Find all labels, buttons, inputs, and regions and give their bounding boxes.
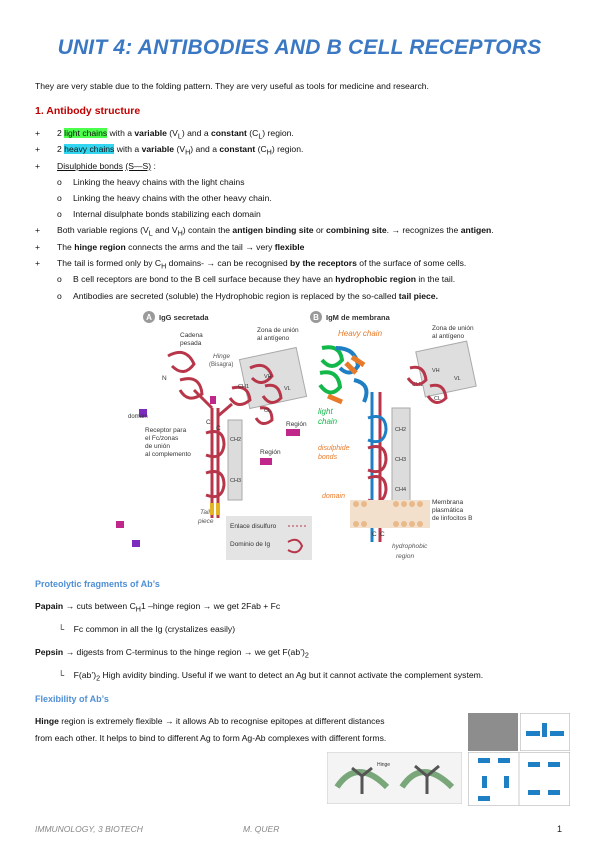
svg-text:C: C (216, 425, 221, 432)
panel-b-badge (310, 311, 322, 323)
svg-text:domain: domain (128, 414, 148, 420)
svg-text:VH: VH (264, 374, 272, 380)
footer-author: M. QUER (243, 824, 280, 834)
svg-text:Región: Región (286, 421, 307, 428)
svg-text:CH2: CH2 (230, 437, 241, 443)
svg-text:piece: piece (197, 518, 214, 525)
svg-text:C: C (380, 531, 385, 538)
svg-text:(Bisagra): (Bisagra) (209, 362, 233, 368)
svg-text:plasmática: plasmática (432, 507, 463, 514)
svg-text:de unión: de unión (145, 443, 170, 450)
svg-text:CH4: CH4 (395, 487, 406, 493)
svg-text:VL: VL (454, 376, 461, 382)
svg-text:Receptor para: Receptor para (145, 427, 187, 434)
panel-igm: B IgM de membrana Heavy chain Zona de un… (310, 311, 477, 560)
svg-text:al complemento: al complemento (145, 451, 191, 458)
svg-text:light: light (318, 407, 333, 416)
svg-text:pesada: pesada (180, 340, 202, 347)
svg-text:Zona de unión: Zona de unión (257, 327, 299, 334)
svg-text:CH2: CH2 (395, 427, 406, 433)
svg-text:Zona de unión: Zona de unión (432, 325, 474, 332)
antibody-structure-figure: A IgG secretada Cadena pesada Hinge (Bis… (116, 311, 477, 560)
svg-text:A: A (146, 313, 152, 322)
svg-text:CL: CL (264, 408, 271, 414)
section-heading-antibody-structure: 1. Antibody structure (35, 105, 141, 117)
heading-flexibility: Flexibility of Ab’s (35, 694, 109, 704)
svg-text:el Fc/zonas: el Fc/zonas (145, 435, 179, 442)
svg-text:chain: chain (318, 417, 338, 426)
flexibility-line-1: Hinge region is extremely flexible → it … (35, 716, 385, 726)
svg-text:IgM de membrana: IgM de membrana (326, 313, 391, 322)
svg-text:Dominio de Ig: Dominio de Ig (230, 541, 270, 548)
svg-text:bonds: bonds (318, 454, 338, 461)
svg-text:CH3: CH3 (230, 478, 241, 484)
flexibility-line-2: from each other. It helps to bind to dif… (35, 733, 387, 743)
svg-text:al antígeno: al antígeno (257, 335, 290, 342)
legend-purple-square (139, 409, 147, 417)
svg-text:domain: domain (322, 493, 345, 500)
heading-proteolytic-fragments: Proteolytic fragments of Ab’s (35, 579, 160, 589)
svg-text:de linfocitos B: de linfocitos B (432, 515, 472, 522)
svg-text:region: region (396, 553, 414, 560)
svg-text:VL: VL (284, 386, 291, 392)
svg-text:hydrophobic: hydrophobic (392, 543, 428, 550)
panel-a-badge (143, 311, 155, 323)
legend-box (226, 516, 312, 560)
svg-text:Región: Región (260, 449, 281, 456)
svg-text:CL: CL (434, 396, 441, 402)
pepsin-line: Pepsin → digests from C-terminus to the … (35, 647, 309, 660)
svg-text:C: C (372, 531, 377, 538)
highlight-light-chains: light chains (64, 128, 108, 138)
svg-text:Tail: Tail (200, 509, 210, 516)
svg-text:Hinge: Hinge (213, 353, 230, 360)
hinge-flexibility-diagram: Hinge (327, 752, 462, 804)
intro-paragraph: They are very stable due to the folding … (35, 81, 429, 91)
svg-text:Hinge: Hinge (377, 762, 390, 768)
footer-course: IMMUNOLOGY, 3 BIOTECH (35, 824, 143, 834)
svg-text:B: B (313, 313, 319, 322)
electron-micrograph-image (468, 713, 518, 751)
svg-text:disulphide: disulphide (318, 445, 350, 452)
antigen-binding-box (238, 346, 308, 410)
page-title: UNIT 4: ANTIBODIES AND B CELL RECEPTORS (57, 36, 542, 59)
papain-note: └ Fc common in all the Ig (crystalizes e… (58, 624, 236, 634)
svg-text:N: N (162, 375, 167, 382)
svg-text:CH1: CH1 (238, 384, 249, 390)
svg-text:Enlace disulfuro: Enlace disulfuro (230, 523, 277, 530)
complex-forms-diagram (468, 752, 570, 806)
highlight-heavy-chains: heavy chains (64, 144, 115, 154)
schematic-image-top (520, 713, 570, 751)
panel-igg: A IgG secretada Cadena pesada Hinge (Bis… (116, 311, 312, 560)
svg-text:Membrana: Membrana (432, 499, 463, 506)
papain-line: Papain → cuts between CH1 –hinge region … (35, 601, 281, 614)
pepsin-note: └ F(ab’)2 High avidity binding. Useful i… (58, 670, 484, 683)
svg-text:Heavy chain: Heavy chain (338, 329, 383, 338)
svg-text:Cadena: Cadena (180, 332, 203, 339)
svg-text:VH: VH (432, 368, 440, 374)
svg-text:CH3: CH3 (395, 457, 406, 463)
svg-text:IgG secretada: IgG secretada (159, 313, 209, 322)
page-number: 1 (557, 824, 563, 834)
svg-text:C: C (206, 419, 211, 426)
svg-text:al antígeno: al antígeno (432, 333, 465, 340)
